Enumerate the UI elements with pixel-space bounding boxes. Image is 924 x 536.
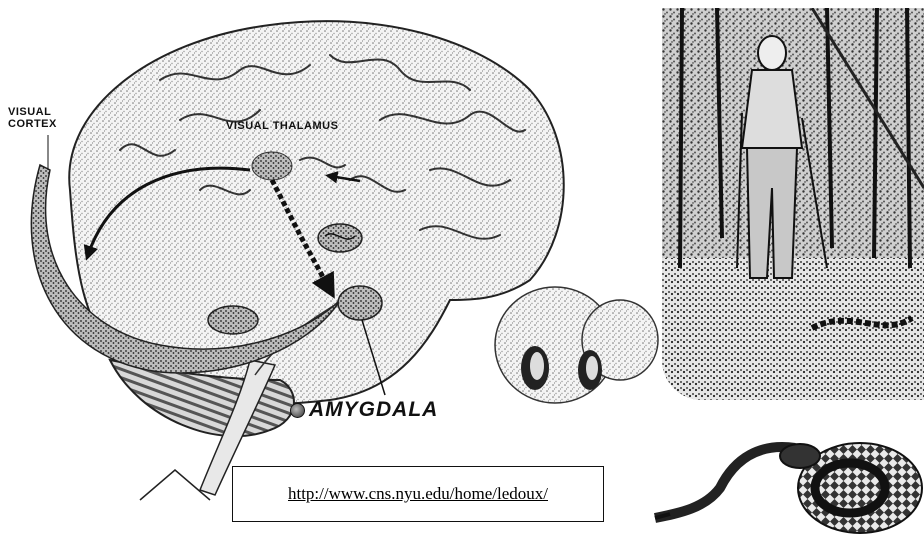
- url-box: http://www.cns.nyu.edu/home/ledoux/: [232, 466, 604, 522]
- hiker-photo: [662, 8, 924, 400]
- amygdala-label: AMYGDALA: [290, 398, 438, 422]
- amygdala-node: [338, 286, 382, 320]
- rattlesnake-illustration: [650, 418, 924, 536]
- visual-thalamus-label: VISUAL THALAMUS: [226, 120, 338, 132]
- visual-thalamus-node: [252, 152, 292, 180]
- amygdala-label-text: AMYGDALA: [309, 398, 438, 421]
- eyes: [495, 287, 658, 403]
- amygdala-bullet-icon: [290, 403, 305, 418]
- visual-cortex-label: VISUAL CORTEX: [8, 106, 78, 130]
- hiker-photo-drawing: [662, 8, 924, 400]
- ledoux-url-link[interactable]: http://www.cns.nyu.edu/home/ledoux/: [288, 484, 548, 504]
